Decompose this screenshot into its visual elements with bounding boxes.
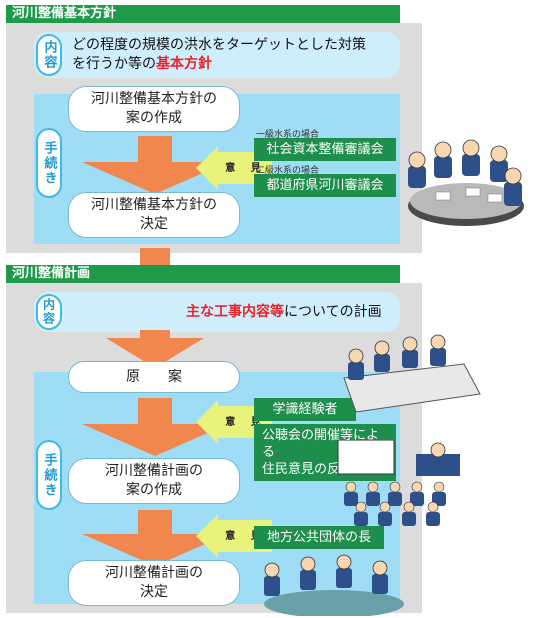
section2-opinion-arrow-1 [196, 400, 272, 444]
section1-content-tag: 内容 [36, 34, 62, 76]
local-government-meeting-illustration [264, 554, 404, 616]
section2-content-highlight: 主な工事内容等 [186, 304, 284, 320]
section1-step-draft: 河川整備基本方針の 案の作成 [68, 86, 240, 132]
section2-step1-line1: 河川整備計画の [105, 463, 203, 479]
section2-content-rest: についての計画 [284, 304, 382, 320]
section2-step2-line2: 決定 [140, 584, 168, 600]
section1-content-highlight: 基本方針 [156, 56, 212, 72]
section2-public-line2: 住民意見の反映 [262, 462, 354, 477]
section1-content-line2: を行うか等の基本方針 [72, 55, 402, 74]
section2-procedure-tag: 手続き [36, 440, 62, 510]
section1-step1-line2: 案の作成 [126, 110, 182, 126]
section1-step2-line2: 決定 [140, 216, 168, 232]
section1-step-decision: 河川整備基本方針の 決定 [68, 192, 240, 238]
section2-step-draft: 河川整備計画の 案の作成 [68, 458, 240, 504]
section2-opinion-arrow-2 [196, 514, 272, 558]
council-meeting-illustration [408, 139, 524, 226]
section2-title: 河川整備計画 [6, 265, 400, 283]
section2-content-text: 主な工事内容等についての計画 [186, 303, 406, 322]
section2-arrow-overlay [106, 330, 204, 368]
section2-down-arrow-1 [82, 398, 228, 456]
section1-title: 河川整備基本方針 [6, 5, 400, 23]
section2-opinion-label-2: 意 見 [225, 531, 267, 542]
section2-down-arrow-2 [82, 510, 228, 566]
section2-local-gov-badge: 地方公共団体の長 [254, 526, 384, 549]
section1-caption-class2: 二級水系の場合 [256, 166, 320, 176]
section1-council2-badge: 都道府県河川審議会 [254, 174, 396, 197]
section2-step1-line2: 案の作成 [126, 482, 182, 498]
section1-caption-class1: 一級水系の場合 [256, 130, 320, 140]
section2-draft-box: 原 案 [68, 361, 240, 393]
section2-experts-badge: 学識経験者 [254, 398, 356, 421]
section2-draft-label: 原 案 [126, 368, 182, 385]
section1-down-arrow [82, 136, 228, 194]
section2-step-decision: 河川整備計画の 決定 [68, 560, 240, 606]
section1-step2-line1: 河川整備基本方針の [91, 197, 217, 213]
section1-step1-line1: 河川整備基本方針の [91, 91, 217, 107]
section2-opinion-label-1: 意 見 [225, 417, 267, 428]
section1-content-line1: どの程度の規模の洪水をターゲットとした対策 [72, 37, 366, 53]
section2-content-box [34, 292, 400, 332]
section1-opinion-label: 意 見 [225, 163, 267, 174]
public-hearing-illustration [337, 440, 460, 526]
section1-council1-badge: 社会資本整備審議会 [254, 138, 396, 161]
section1-content-text: どの程度の規模の洪水をターゲットとした対策 を行うか等の基本方針 [72, 36, 402, 74]
experts-meeting-illustration [343, 334, 481, 413]
section2-public-line1: 公聴会の開催等による [262, 428, 380, 460]
section2-content-tag: 内容 [36, 294, 62, 330]
section1-procedure-tag: 手続き [36, 128, 62, 198]
section1-content-box [34, 32, 400, 78]
section2-step2-line1: 河川整備計画の [105, 565, 203, 581]
section1-opinion-arrow [196, 146, 272, 190]
section1-content-line2-prefix: を行うか等の [72, 56, 156, 72]
